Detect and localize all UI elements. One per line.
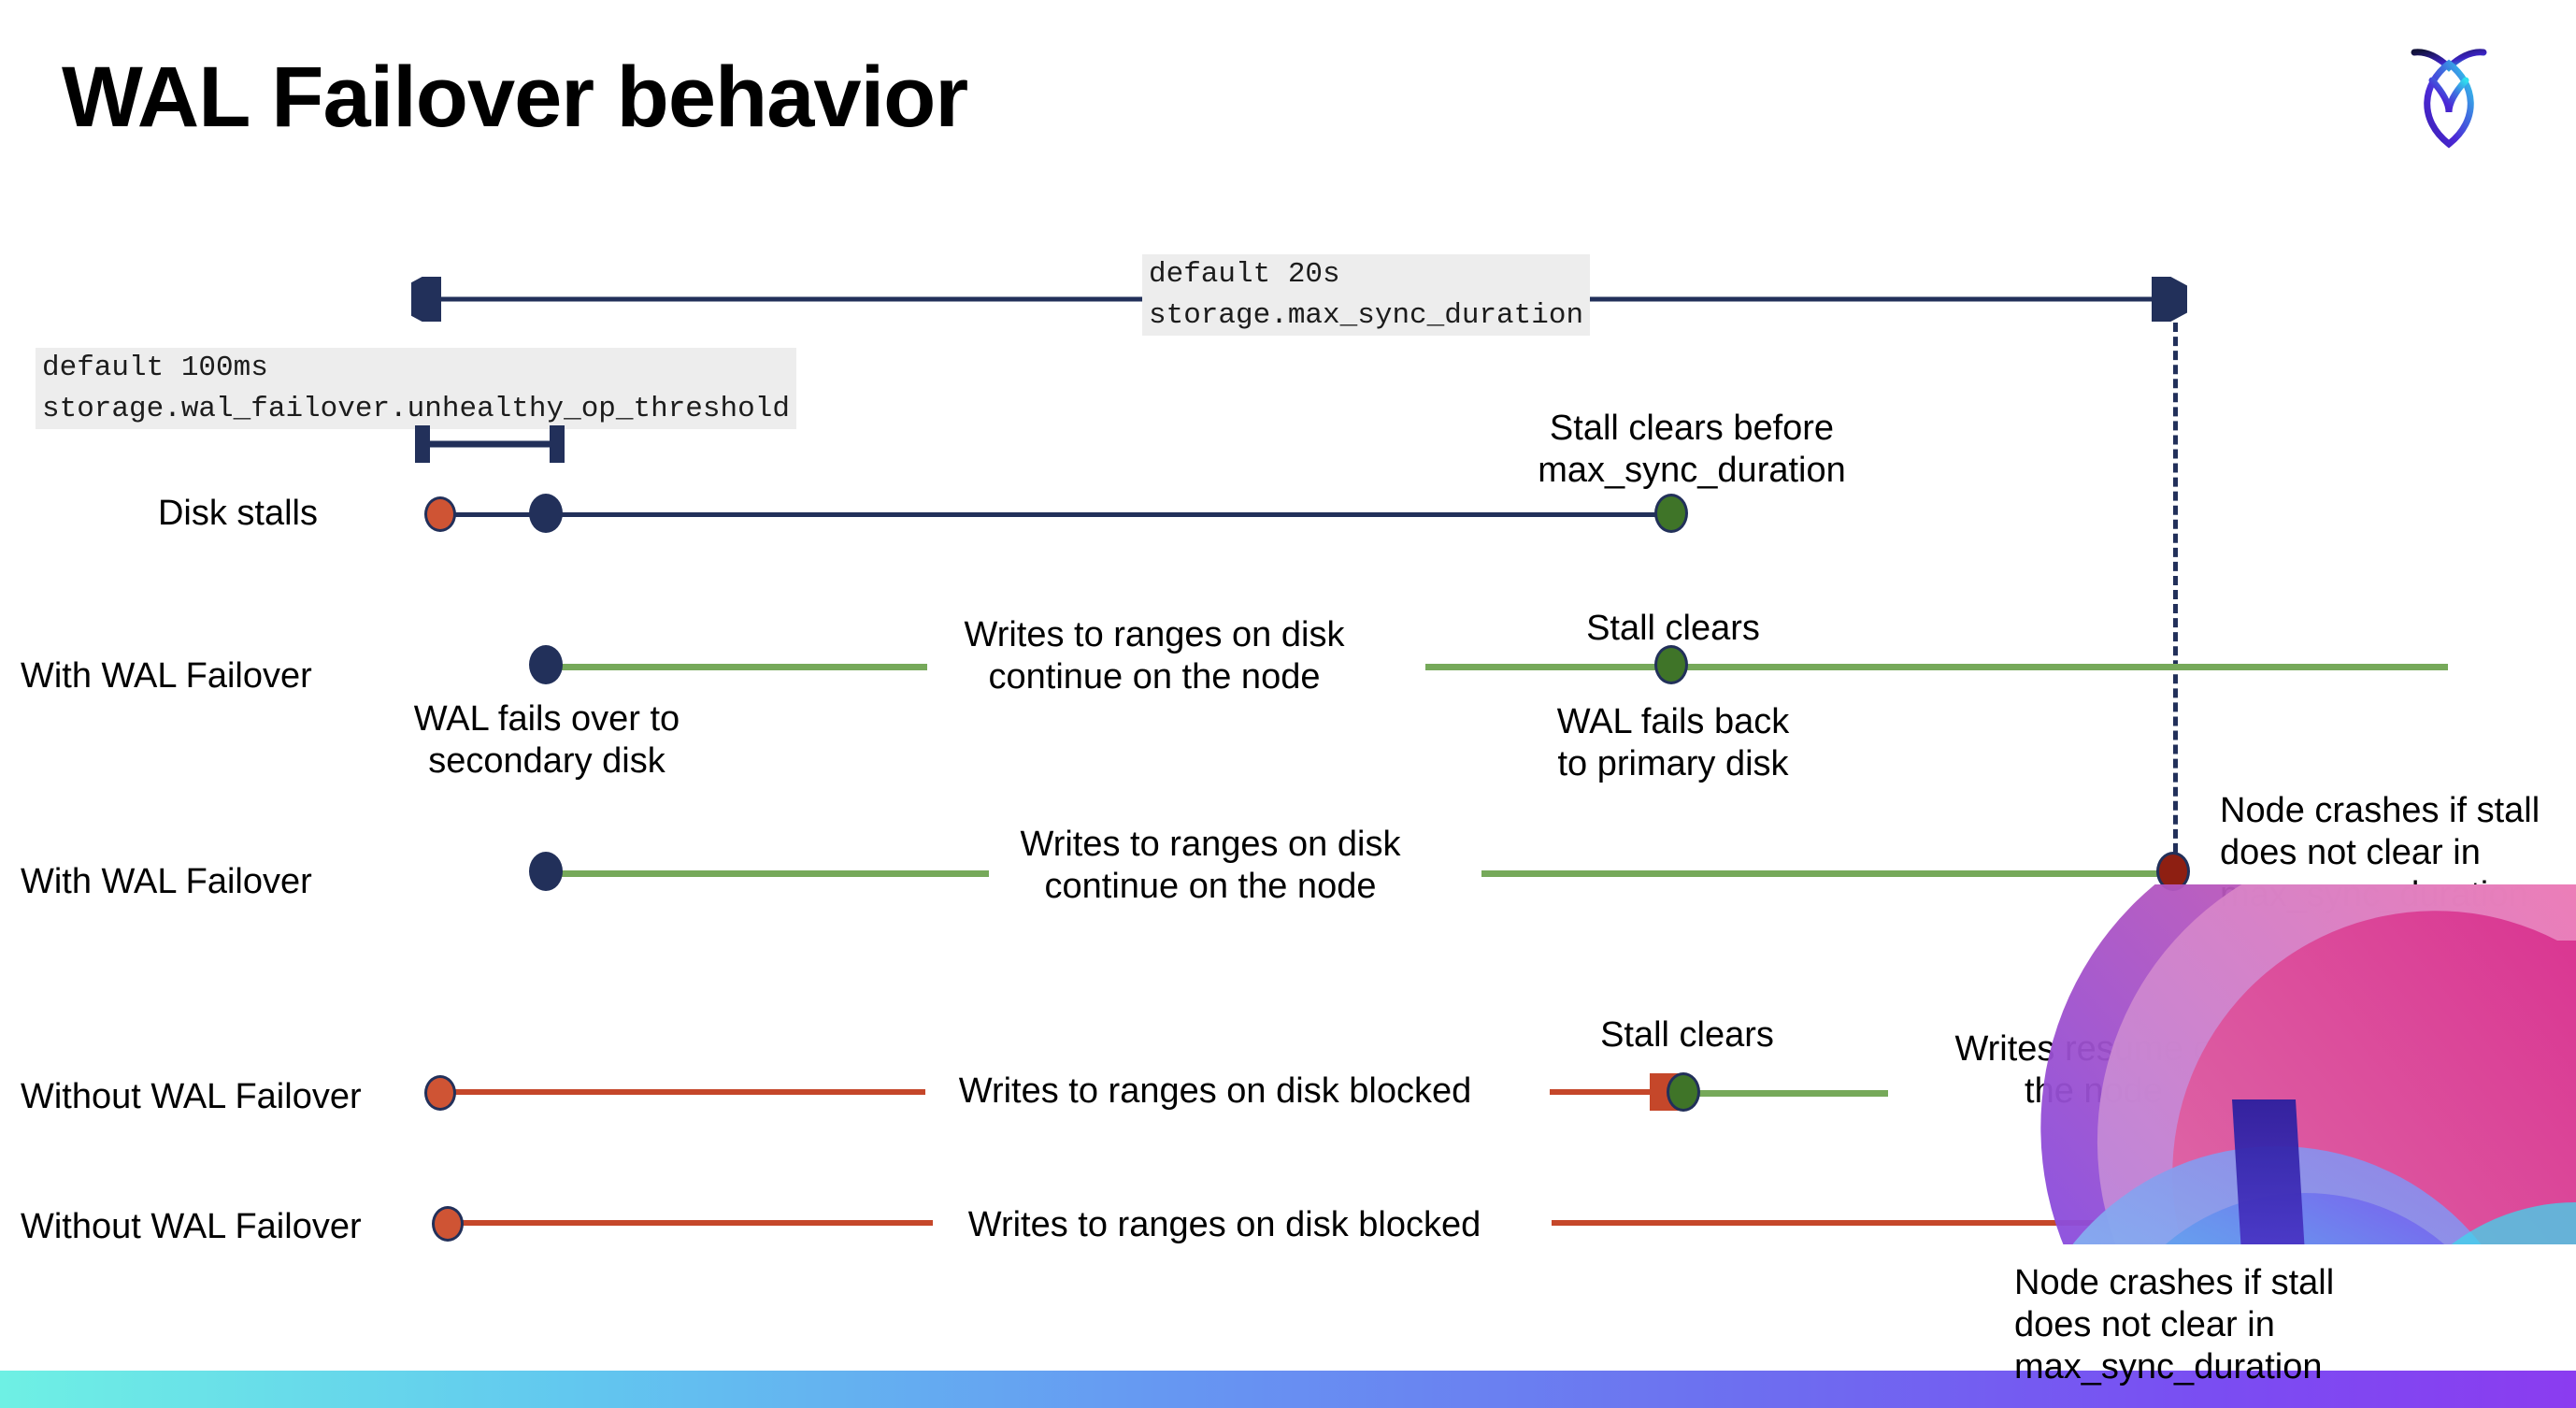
wal-failover-1-clear-dot <box>1654 645 1688 684</box>
note-writes-continue-1: Writes to ranges on disk continue on the… <box>964 615 1345 697</box>
without-wal-failover-1-resume-seg-b <box>2295 1090 2458 1097</box>
wal-failover-2-failover-dot <box>529 852 563 891</box>
without-wal-failover-1-start-dot <box>424 1075 456 1111</box>
row-label-without-wal-failover-1: Without WAL Failover <box>21 1077 362 1116</box>
note-writes-continue-2: Writes to ranges on disk continue on the… <box>1020 825 1401 906</box>
note-writes-resume: Writes resume on the node <box>1954 1029 2233 1111</box>
bottom-gradient-bar <box>0 1371 2576 1408</box>
cockroachdb-logo-icon <box>2379 26 2519 166</box>
without-wal-failover-1-resume-seg-a <box>1696 1090 1888 1097</box>
note-node-crashes-1: Node crashes if stall does not clear in … <box>2220 791 2540 914</box>
unhealthy-op-threshold-annotation: default 100ms storage.wal_failover.unhea… <box>36 348 796 430</box>
note-wal-fails-back: WAL fails back to primary disk <box>1556 702 1790 783</box>
row-label-with-wal-failover-2: With WAL Failover <box>21 862 312 901</box>
wal-failover-1-seg-right <box>1425 664 2448 670</box>
wal-failover-2-seg-left <box>550 870 989 877</box>
unhealthy-op-default-text: default 100ms <box>38 349 272 388</box>
disk-stalls-failover-dot <box>529 494 563 533</box>
row-label-with-wal-failover-1: With WAL Failover <box>21 656 312 696</box>
wal-failover-2-crash-dot <box>2156 852 2190 891</box>
max-sync-default-text: default 20s <box>1145 255 1344 295</box>
wal-failover-1-seg-left <box>550 664 927 670</box>
disk-stalls-clear-dot <box>1654 494 1688 533</box>
note-writes-blocked-2: Writes to ranges on disk blocked <box>967 1205 1481 1244</box>
note-stall-clears-2: Stall clears <box>1600 1015 1774 1055</box>
note-node-crashes-2: Node crashes if stall does not clear in … <box>2014 1263 2335 1386</box>
page-title: WAL Failover behavior <box>62 50 968 145</box>
note-wal-fails-over: WAL fails over to secondary disk <box>413 699 680 781</box>
wal-failover-1-failover-dot <box>529 645 563 684</box>
row-label-without-wal-failover-2: Without WAL Failover <box>21 1207 362 1246</box>
without-wal-failover-2-crash-dot <box>2161 1204 2195 1243</box>
disk-stalls-start-dot <box>424 496 456 532</box>
unhealthy-op-setting-text: storage.wal_failover.unhealthy_op_thresh… <box>38 389 794 429</box>
note-writes-blocked-1: Writes to ranges on disk blocked <box>958 1071 1472 1111</box>
without-wal-failover-1-clear-dot <box>1667 1072 1700 1112</box>
note-stall-clears-1: Stall clears <box>1586 609 1760 648</box>
without-wal-failover-1-blocked-arrow <box>445 1073 1682 1111</box>
max-sync-setting-text: storage.max_sync_duration <box>1145 295 1588 336</box>
disk-stalls-timeline <box>439 512 1673 517</box>
without-wal-failover-2-start-dot <box>432 1206 464 1242</box>
note-stall-clears-before-max-sync: Stall clears before max_sync_duration <box>1538 409 1846 490</box>
wal-failover-2-seg-right <box>1481 870 2173 877</box>
max-sync-duration-annotation: default 20s storage.max_sync_duration <box>1142 254 1591 337</box>
unhealthy-op-threshold-span-arrow <box>415 425 565 463</box>
row-label-disk-stalls: Disk stalls <box>157 494 318 533</box>
max-sync-duration-dropline <box>2173 309 2178 881</box>
